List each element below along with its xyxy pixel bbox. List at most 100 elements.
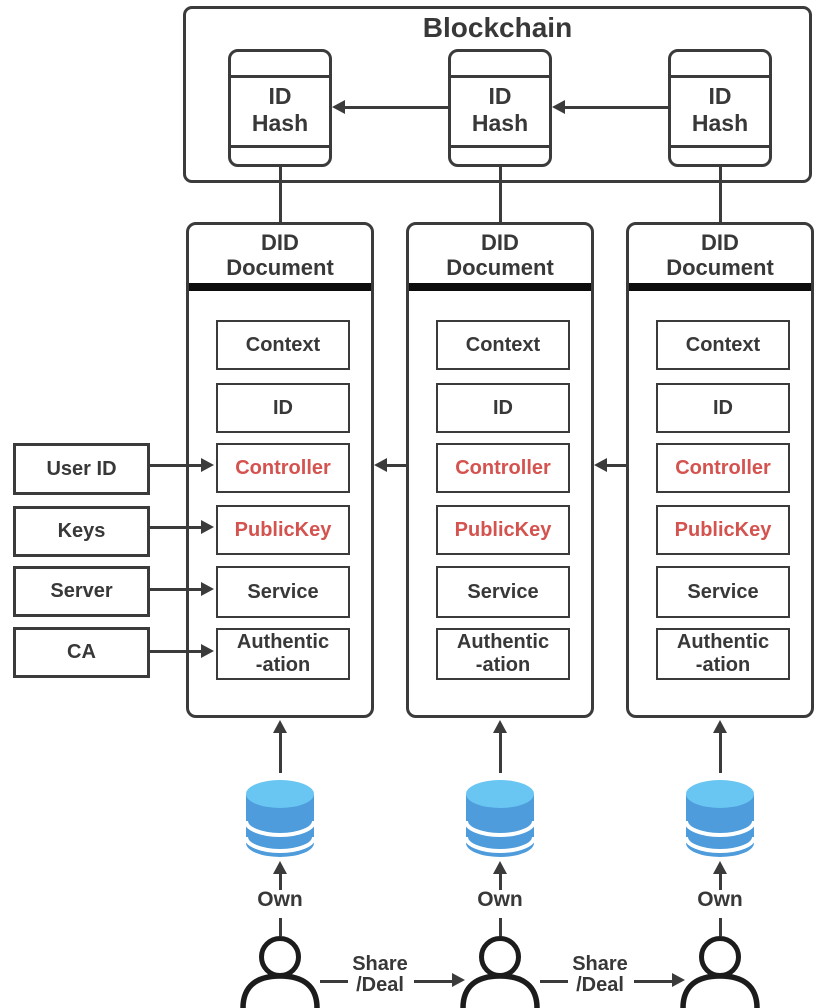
field-service: Service [656,566,790,618]
field-service: Service [216,566,350,618]
own-label: Own [477,888,523,911]
share-line [540,980,568,983]
doc-divider-bar [189,283,371,291]
field-publickey: PublicKey [656,505,790,555]
input-arrow-line [150,588,202,591]
doc-divider-bar [409,283,591,291]
did-document: DID Document Context ID Controller Publi… [406,222,594,718]
input-keys: Keys [13,506,150,557]
arrow-left-icon [594,458,607,472]
input-server: Server [13,566,150,617]
arrow-right-icon [201,520,214,534]
field-controller: Controller [436,443,570,493]
own-connector [498,918,502,936]
did-document-title: DID Document [666,230,774,280]
db-doc-arrow-line [718,732,722,773]
did-document-title: DID Document [226,230,334,280]
db-doc-arrow-line [498,732,502,773]
did-document: DID Document Context ID Controller Publi… [626,222,814,718]
block-divider [671,145,769,148]
field-authentication: Authentic -ation [216,628,350,680]
field-controller: Controller [216,443,350,493]
arrow-right-icon [201,644,214,658]
share-deal-relation: Share /Deal [540,952,690,1008]
arrow-right-icon [672,973,685,987]
block-label: ID Hash [471,83,529,136]
blockchain-title: Blockchain [422,12,573,43]
did-column-2: ID Hash DID Document Context ID Controll… [406,0,594,1008]
share-deal-relation: Share /Deal [320,952,470,1008]
field-authentication: Authentic -ation [436,628,570,680]
block-divider [231,75,329,78]
arrow-right-icon [452,973,465,987]
person-db-arrow-line [498,873,502,890]
input-user-id: User ID [13,443,150,495]
blockchain-block: ID Hash [228,49,332,167]
field-id: ID [656,383,790,433]
field-controller: Controller [656,443,790,493]
did-column-1: ID Hash DID Document Context ID Controll… [186,0,374,1008]
field-service: Service [436,566,570,618]
block-label: ID Hash [251,83,309,136]
database-icon [464,780,536,857]
field-publickey: PublicKey [436,505,570,555]
person-db-arrow-line [278,873,282,890]
arrow-right-icon [201,582,214,596]
own-label: Own [257,888,303,911]
arrow-right-icon [201,458,214,472]
input-arrow-line [150,650,202,653]
field-authentication: Authentic -ation [656,628,790,680]
block-divider [451,75,549,78]
arrow-up-icon [713,861,727,874]
own-label: Own [697,888,743,911]
block-divider [231,145,329,148]
block-arrow-left-icon [552,100,565,114]
arrow-up-icon [493,720,507,733]
person-icon [460,936,540,1008]
doc-arrow-line [607,464,626,467]
share-line [414,980,452,983]
doc-arrow-line [387,464,406,467]
input-ca: CA [13,627,150,678]
share-deal-label: Share /Deal [352,953,408,996]
database-icon [244,780,316,857]
share-line [320,980,348,983]
blockchain-block: ID Hash [448,49,552,167]
blockchain-block: ID Hash [668,49,772,167]
did-document: DID Document Context ID Controller Publi… [186,222,374,718]
block-doc-connector [718,165,722,222]
field-id: ID [436,383,570,433]
block-arrow-line [565,106,668,109]
block-arrow-line [345,106,448,109]
input-arrow-line [150,526,202,529]
block-arrow-left-icon [332,100,345,114]
person-db-arrow-line [718,873,722,890]
block-doc-connector [498,165,502,222]
field-publickey: PublicKey [216,505,350,555]
person-icon [240,936,320,1008]
field-context: Context [656,320,790,370]
share-line [634,980,672,983]
person-icon [680,936,760,1008]
own-connector [278,918,282,936]
arrow-left-icon [374,458,387,472]
block-divider [671,75,769,78]
field-context: Context [436,320,570,370]
input-arrow-line [150,464,202,467]
share-deal-label: Share /Deal [572,953,628,996]
block-doc-connector [278,165,282,222]
doc-divider-bar [629,283,811,291]
arrow-up-icon [713,720,727,733]
arrow-up-icon [273,720,287,733]
field-id: ID [216,383,350,433]
own-connector [718,918,722,936]
block-label: ID Hash [691,83,749,136]
field-context: Context [216,320,350,370]
did-column-3: ID Hash DID Document Context ID Controll… [626,0,814,1008]
arrow-up-icon [273,861,287,874]
database-icon [684,780,756,857]
blockchain-frame [183,6,812,183]
db-doc-arrow-line [278,732,282,773]
did-document-title: DID Document [446,230,554,280]
